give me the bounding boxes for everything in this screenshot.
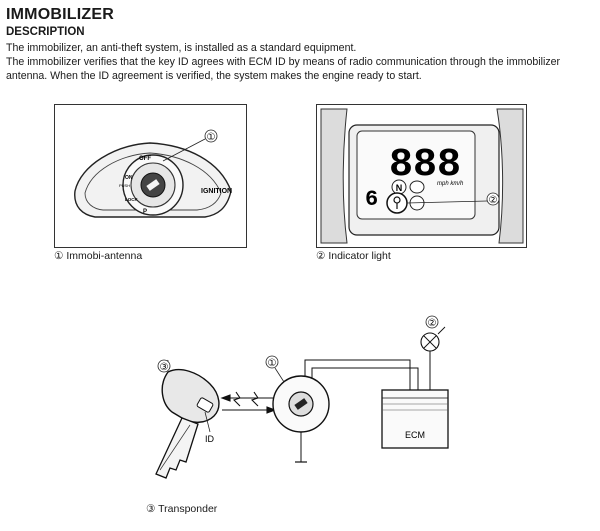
gear-digit: 6 [365, 187, 378, 212]
indicator-diagram-callout: ② [428, 318, 437, 329]
transponder-callout: ③ [160, 362, 169, 373]
ecm-unit: ECM [381, 389, 449, 449]
key-icon [155, 368, 220, 479]
section-heading: DESCRIPTION [6, 26, 85, 38]
ignition-panel-drawing: ① OFF ON PUSH LOCK P IGNITION [74, 129, 232, 218]
page-title: IMMOBILIZER [6, 6, 114, 23]
neutral-label: N [396, 183, 403, 193]
description-paragraph-2: The immobilizer verifies that the key ID… [6, 56, 561, 82]
on-label: ON [125, 175, 133, 181]
transponder-caption: ③ Transponder [146, 503, 218, 515]
id-label: ID [205, 434, 215, 444]
indicator-callout: ② [489, 195, 498, 206]
ignition-figure: ① OFF ON PUSH LOCK P IGNITION [54, 104, 247, 248]
speed-units: mph km/h [437, 181, 464, 187]
indicator-lamp-icon [420, 332, 440, 352]
instrument-panel-drawing: 888 mph km/h 6 N ② [320, 108, 524, 244]
antenna-ring [272, 375, 330, 433]
push-label: PUSH [119, 183, 130, 188]
radio-wave-icon [220, 391, 277, 414]
lock-label: LOCK [125, 197, 138, 202]
antenna-diagram-callout: ① [268, 358, 277, 369]
headlight-icon [409, 180, 425, 194]
indicator-light-caption: ② Indicator light [316, 250, 391, 262]
instrument-figure: 888 mph km/h 6 N ② [316, 104, 527, 248]
ecm-label: ECM [405, 430, 425, 440]
antenna-callout: ① [207, 132, 216, 143]
description-paragraph-1: The immobilizer, an anti-theft system, i… [6, 42, 357, 54]
ignition-label: IGNITION [201, 188, 232, 195]
off-label: OFF [139, 156, 151, 162]
p-label: P [143, 209, 147, 215]
immobi-antenna-caption: ① Immobi-antenna [54, 250, 143, 262]
